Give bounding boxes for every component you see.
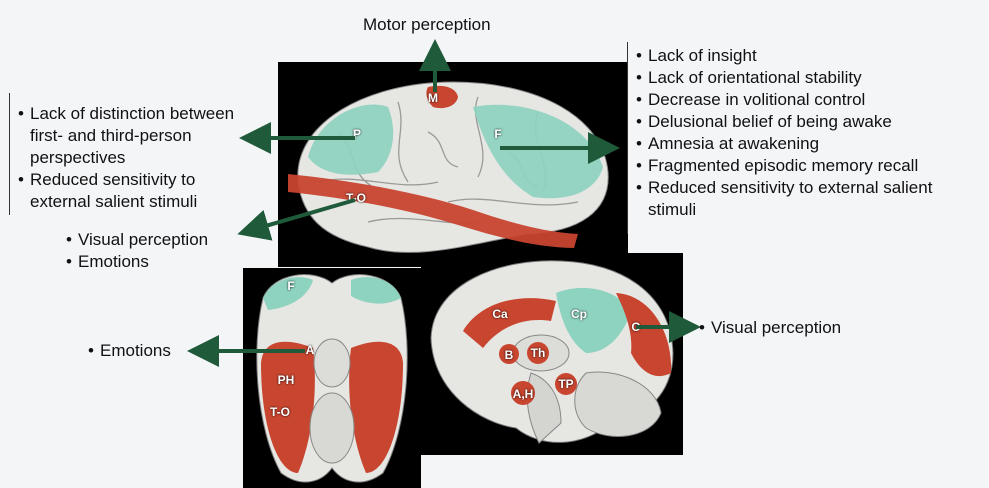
region-label-cp: Cp <box>571 307 587 321</box>
region-label-f-ventral: F <box>287 279 294 293</box>
emotions-ventral-item: Emotions <box>88 340 171 362</box>
right-bracket <box>627 42 628 234</box>
region-label-p: P <box>353 127 361 141</box>
region-label-ph: PH <box>278 373 295 387</box>
region-label-to-ventral: T-O <box>270 405 290 419</box>
visual-perception-occipital-item: Visual perception <box>699 317 841 339</box>
region-label-ah: A,H <box>513 387 534 401</box>
region-label-th: Th <box>531 346 546 360</box>
region-label-o: O <box>631 320 640 334</box>
ventral-effects-list: Emotions <box>88 340 171 362</box>
region-label-to-lateral: T-O <box>346 191 366 205</box>
emotions-item: Emotions <box>66 251 208 273</box>
region-label-ca: Ca <box>492 307 507 321</box>
right-item-4: Delusional belief of being awake <box>636 111 976 133</box>
region-label-m: M <box>428 91 438 105</box>
visual-perception-item: Visual perception <box>66 229 208 251</box>
temporal-effects-list: Visual perception Emotions <box>66 229 208 273</box>
left-bracket <box>9 93 10 215</box>
right-item-1: Lack of insight <box>636 45 976 67</box>
left-item-1: Lack of distinction between first- and t… <box>18 103 234 169</box>
region-label-tp: TP <box>558 377 573 391</box>
left-effects-list: Lack of distinction between first- and t… <box>18 103 234 213</box>
right-item-2: Lack of orientational stability <box>636 67 976 89</box>
region-label-b: B <box>505 348 514 362</box>
motor-perception-label: Motor perception <box>363 14 491 36</box>
right-item-3: Decrease in volitional control <box>636 89 976 111</box>
right-item-5: Amnesia at awakening <box>636 133 976 155</box>
ventral-brain-image: F A PH T-O <box>243 268 421 488</box>
right-item-7: Reduced sensitivity to external salient … <box>636 177 948 221</box>
region-label-a-ventral: A <box>306 343 315 357</box>
lateral-brain-image: M P F T-O <box>278 62 628 267</box>
frontal-effects-list: Lack of insight Lack of orientational st… <box>636 45 976 221</box>
medial-brain-image: Ca Cp O B Th A,H TP <box>421 253 683 455</box>
occipital-effects-list: Visual perception <box>699 317 841 339</box>
right-item-6: Fragmented episodic memory recall <box>636 155 976 177</box>
left-item-2: Reduced sensitivity to external salient … <box>18 169 234 213</box>
region-label-f: F <box>494 127 501 141</box>
